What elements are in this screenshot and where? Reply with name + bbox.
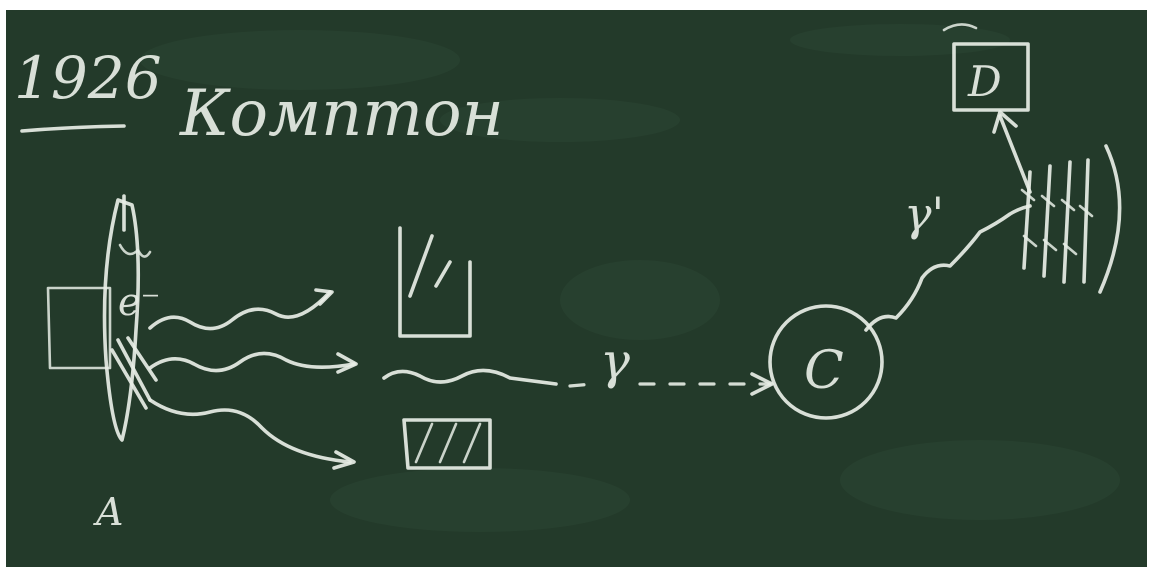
year-label: 1926: [14, 44, 162, 112]
year-underline: [20, 124, 126, 133]
detector-annotation: [942, 23, 978, 32]
lower-filter-block: [402, 418, 492, 470]
erased-chalk-smudges: [140, 24, 1120, 532]
detector-box: [952, 42, 1030, 112]
diffraction-crystal: [1020, 144, 1122, 294]
reflection-arrowhead: [992, 110, 1018, 134]
x-ray-source: [46, 194, 158, 442]
beam-wave: [382, 368, 558, 386]
reflection-arrow: [998, 114, 1032, 194]
emission-arrows: [148, 288, 358, 470]
target-label: C: [804, 341, 844, 401]
title-label: Комптон: [179, 77, 504, 151]
gamma-path-label: γ: [600, 332, 630, 390]
upper-filter-block: [398, 226, 472, 338]
electron-label: e⁻: [118, 280, 161, 324]
beam-dashed-path: [568, 382, 772, 388]
detector-label: D: [967, 57, 1002, 106]
gamma-detector-label: γ': [904, 187, 944, 241]
beam-arrowhead: [750, 372, 774, 396]
scattered-wave: [864, 204, 1032, 332]
target-circle: [768, 304, 884, 420]
source-label: A: [93, 490, 123, 534]
